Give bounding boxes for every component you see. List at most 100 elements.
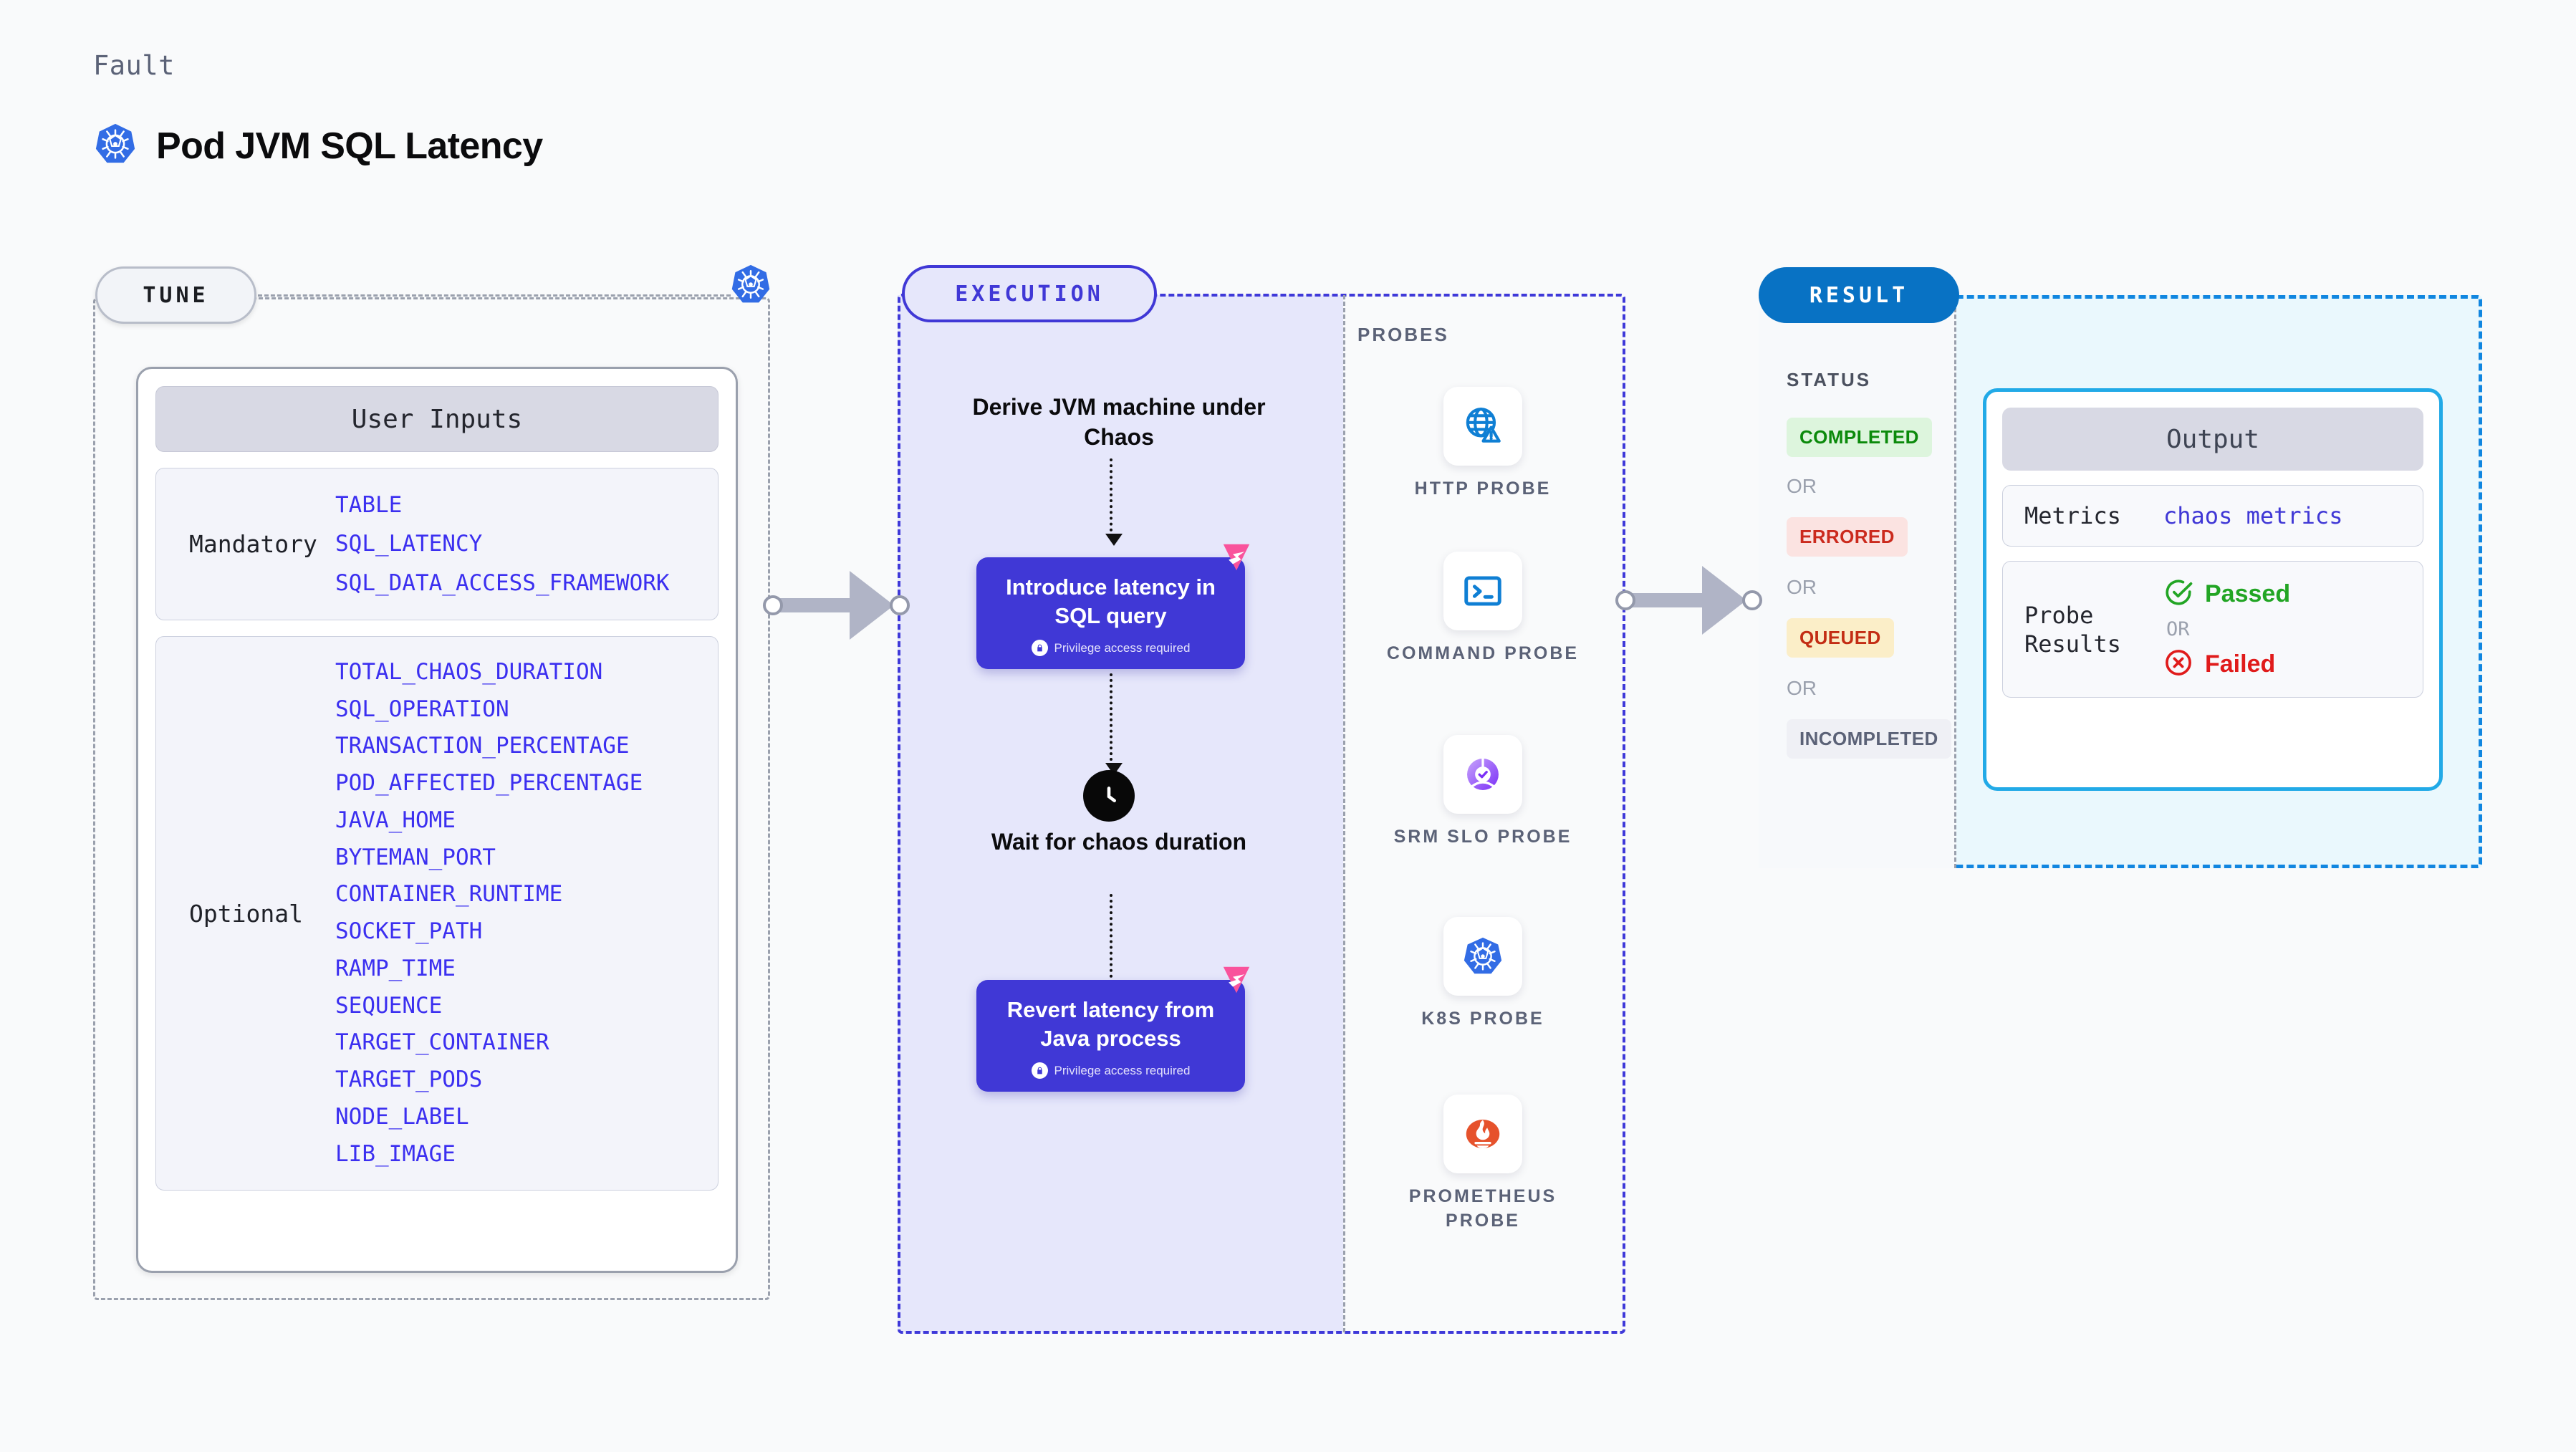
arrow-head-icon: [850, 571, 894, 640]
execution-card-revert-latency[interactable]: Revert latency from Java process Privile…: [976, 966, 1250, 1092]
terminal-icon: [1443, 552, 1522, 630]
output-metrics-value[interactable]: chaos metrics: [2163, 502, 2343, 529]
probe-item-http[interactable]: HTTP PROBE: [1375, 387, 1590, 501]
param-item[interactable]: TARGET_PODS: [335, 1067, 483, 1093]
execution-card-introduce-latency[interactable]: Introduce latency in SQL query Privilege…: [976, 544, 1250, 670]
status-title: STATUS: [1787, 369, 1872, 390]
param-item[interactable]: POD_AFFECTED_PERCENTAGE: [335, 770, 643, 797]
harness-icon: [1216, 537, 1256, 577]
tune-container: [93, 297, 770, 1300]
probe-item-srm-slo[interactable]: SRM SLO PROBE: [1375, 735, 1590, 850]
param-item[interactable]: NODE_LABEL: [335, 1103, 469, 1130]
param-item[interactable]: SOCKET_PATH: [335, 918, 483, 945]
connector-dot: [1742, 590, 1762, 610]
output-card: Output Metrics chaos metrics Probe Resul…: [1983, 388, 2443, 791]
param-item[interactable]: BYTEMAN_PORT: [335, 844, 496, 870]
param-group-label: Optional: [189, 899, 303, 928]
connector-dot: [1615, 590, 1635, 610]
param-item[interactable]: CONTAINER_RUNTIME: [335, 881, 563, 908]
flow-arrow-icon: [1105, 458, 1123, 546]
status-or-label: OR: [1787, 677, 1817, 699]
step-wait-label: Wait for chaos duration: [991, 829, 1247, 855]
param-item[interactable]: RAMP_TIME: [335, 955, 456, 981]
flow-arrow-icon: [1105, 894, 1123, 992]
probe-result-failed: Failed: [2163, 648, 2290, 681]
status-badge: ERRORED: [1787, 517, 1908, 557]
connector-bar: [1631, 593, 1709, 607]
output-row-metrics: Metrics chaos metrics: [2002, 485, 2423, 547]
tune-pill[interactable]: TUNE: [95, 266, 256, 324]
prometheus-icon: [1443, 1095, 1522, 1173]
probe-label: HTTP PROBE: [1414, 479, 1552, 499]
connector-bar: [779, 598, 857, 612]
connector-execution-to-result: [1615, 566, 1762, 635]
probes-title: PROBES: [1357, 324, 1449, 345]
output-key: Probe Results: [2024, 601, 2121, 658]
card-title: Introduce latency in SQL query: [1006, 574, 1216, 628]
arrow-head-icon: [1702, 566, 1746, 635]
param-item[interactable]: JAVA_HOME: [335, 807, 456, 833]
output-key: Metrics: [2024, 502, 2121, 529]
connector-dot: [763, 595, 783, 615]
kubernetes-icon: [93, 122, 138, 170]
param-item[interactable]: TRANSACTION_PERCENTAGE: [335, 733, 630, 759]
param-item[interactable]: SQL_OPERATION: [335, 696, 509, 722]
probe-label: SRM SLO PROBE: [1393, 827, 1572, 847]
param-item[interactable]: SEQUENCE: [335, 992, 443, 1019]
param-item[interactable]: SQL_DATA_ACCESS_FRAMEWORK: [335, 569, 670, 596]
probe-label: PROMETHEUS PROBE: [1408, 1186, 1557, 1231]
flow-arrow-icon: [1105, 673, 1123, 775]
harness-icon: [1216, 960, 1256, 1000]
x-circle-icon: [2163, 648, 2193, 681]
probe-result-label: Passed: [2205, 580, 2291, 607]
param-group-optional: Optional TOTAL_CHAOS_DURATION SQL_OPERAT…: [155, 635, 719, 1191]
probe-result-label: Failed: [2205, 650, 2276, 678]
user-inputs-title: User Inputs: [155, 386, 719, 452]
page-title: Pod JVM SQL Latency: [156, 125, 543, 167]
clock-icon: [1083, 770, 1135, 822]
status-panel: [1759, 295, 1956, 868]
check-circle-icon: [2163, 577, 2193, 611]
param-list: TOTAL_CHAOS_DURATION SQL_OPERATION TRANS…: [335, 654, 643, 1173]
param-item[interactable]: TOTAL_CHAOS_DURATION: [335, 658, 603, 685]
fault-eyebrow: Fault: [93, 50, 175, 81]
card-title: Revert latency from Java process: [1006, 997, 1215, 1051]
slo-gauge-icon: [1443, 735, 1522, 814]
page-title-row: Pod JVM SQL Latency: [93, 122, 543, 170]
kubernetes-icon: [1443, 917, 1522, 996]
privilege-note: Privilege access required: [989, 1062, 1232, 1080]
connector-dot: [890, 595, 910, 615]
param-item[interactable]: LIB_IMAGE: [335, 1140, 456, 1167]
execution-pill[interactable]: EXECUTION: [902, 265, 1157, 322]
step-derive-label: Derive JVM machine under Chaos: [972, 394, 1266, 450]
probe-label: COMMAND PROBE: [1386, 643, 1580, 663]
probe-item-command[interactable]: COMMAND PROBE: [1375, 552, 1590, 666]
probe-item-k8s[interactable]: K8S PROBE: [1375, 917, 1590, 1032]
param-item[interactable]: TABLE: [335, 492, 403, 518]
param-group-label: Mandatory: [189, 529, 317, 558]
status-badge: COMPLETED: [1787, 418, 1932, 457]
param-item[interactable]: TARGET_CONTAINER: [335, 1029, 549, 1056]
kubernetes-icon: [729, 263, 772, 309]
execution-container: [898, 294, 1625, 1334]
output-title: Output: [2002, 408, 2423, 471]
param-group-mandatory: Mandatory TABLE SQL_LATENCY SQL_DATA_ACC…: [155, 468, 719, 620]
status-or-label: OR: [1787, 576, 1817, 598]
privilege-note: Privilege access required: [989, 640, 1232, 657]
user-inputs-card: User Inputs Mandatory TABLE SQL_LATENCY …: [136, 367, 738, 1273]
lock-icon: [1031, 640, 1048, 657]
lock-icon: [1031, 1062, 1048, 1080]
probe-result-passed: Passed: [2163, 577, 2290, 611]
execution-probes-divider: [1343, 295, 1345, 1332]
param-list: TABLE SQL_LATENCY SQL_DATA_ACCESS_FRAMEW…: [335, 486, 670, 602]
connector-tune-to-execution: [763, 571, 910, 640]
tune-connector-line: [258, 294, 731, 297]
probe-item-prometheus[interactable]: PROMETHEUS PROBE: [1375, 1095, 1590, 1233]
result-pill[interactable]: RESULT: [1759, 267, 1959, 323]
probe-label: K8S PROBE: [1421, 1009, 1544, 1029]
privilege-text: Privilege access required: [1054, 640, 1191, 655]
param-item[interactable]: SQL_LATENCY: [335, 531, 483, 557]
output-row-probe-results: Probe Results Passed OR: [2002, 561, 2423, 698]
globe-warning-icon: [1443, 387, 1522, 466]
